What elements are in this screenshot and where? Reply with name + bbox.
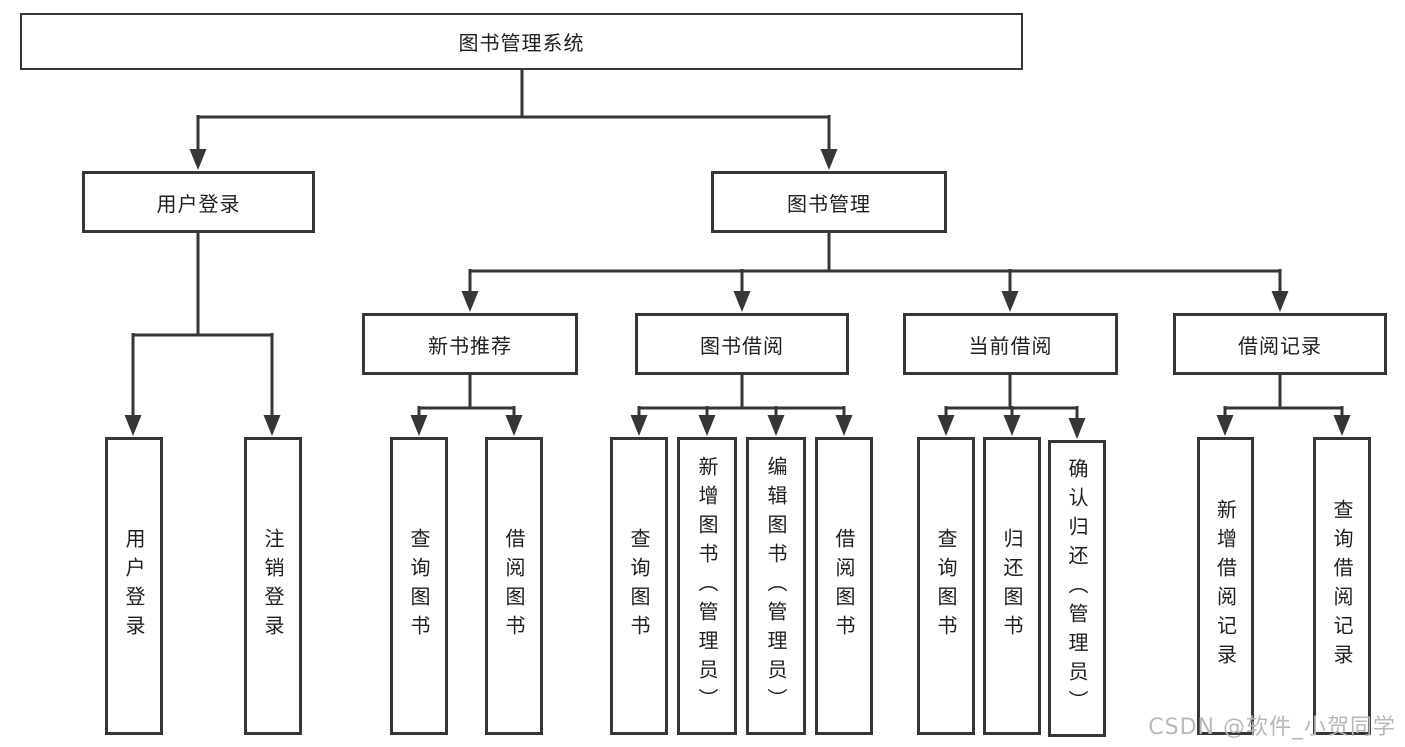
node-label: 新增借阅记录: [1213, 499, 1238, 673]
node-user-login-leaf: 用户登录: [105, 437, 163, 735]
node-label: 用户登录: [156, 191, 241, 216]
node-label: 图书管理系统: [458, 31, 585, 55]
node-label: 查询图书: [407, 528, 431, 644]
node-borrow-books-borrowing: 借阅图书: [815, 437, 873, 735]
node-user-login-branch: 用户登录: [82, 171, 315, 233]
node-query-books-recommend: 查询图书: [390, 437, 448, 735]
node-add-books-admin: 新增图书（管理员）: [677, 437, 737, 735]
node-query-books-borrowing: 查询图书: [610, 437, 668, 735]
node-label: 新增图书（管理员）: [695, 455, 719, 717]
node-confirm-return-admin: 确认归还（管理员）: [1048, 440, 1106, 737]
node-borrow-books-recommend: 借阅图书: [485, 437, 543, 735]
node-label: 新书推荐: [428, 333, 512, 358]
node-book-management-system: 图书管理系统: [20, 13, 1023, 70]
node-label: 确认归还（管理员）: [1065, 458, 1089, 719]
node-label: 图书管理: [787, 191, 871, 216]
node-label: 编辑图书（管理员）: [764, 455, 788, 717]
node-label: 用户登录: [122, 528, 146, 644]
node-label: 借阅图书: [832, 528, 856, 644]
node-label: 借阅记录: [1238, 333, 1322, 358]
node-label: 查询图书: [627, 528, 651, 644]
node-label: 借阅图书: [502, 528, 526, 644]
node-label: 查询图书: [934, 528, 958, 644]
node-label: 图书借阅: [700, 333, 784, 358]
node-label: 注销登录: [261, 528, 285, 644]
node-book-management-branch: 图书管理: [711, 171, 947, 233]
csdn-watermark: CSDN @软件_小贺同学: [1148, 715, 1396, 740]
node-new-book-recommendation: 新书推荐: [362, 313, 578, 375]
node-current-borrowing: 当前借阅: [903, 313, 1118, 375]
node-query-borrow-record: 查询借阅记录: [1313, 437, 1371, 735]
node-logout-leaf: 注销登录: [244, 437, 302, 735]
node-add-borrow-record: 新增借阅记录: [1197, 437, 1254, 735]
node-return-books: 归还图书: [983, 437, 1041, 735]
node-query-books-current: 查询图书: [917, 437, 975, 735]
node-edit-books-admin: 编辑图书（管理员）: [746, 437, 806, 735]
node-borrowing-records: 借阅记录: [1173, 313, 1387, 375]
node-book-borrowing: 图书借阅: [635, 313, 849, 375]
node-label: 归还图书: [1000, 528, 1024, 644]
node-label: 当前借阅: [968, 333, 1053, 358]
node-label: 查询借阅记录: [1330, 499, 1354, 673]
